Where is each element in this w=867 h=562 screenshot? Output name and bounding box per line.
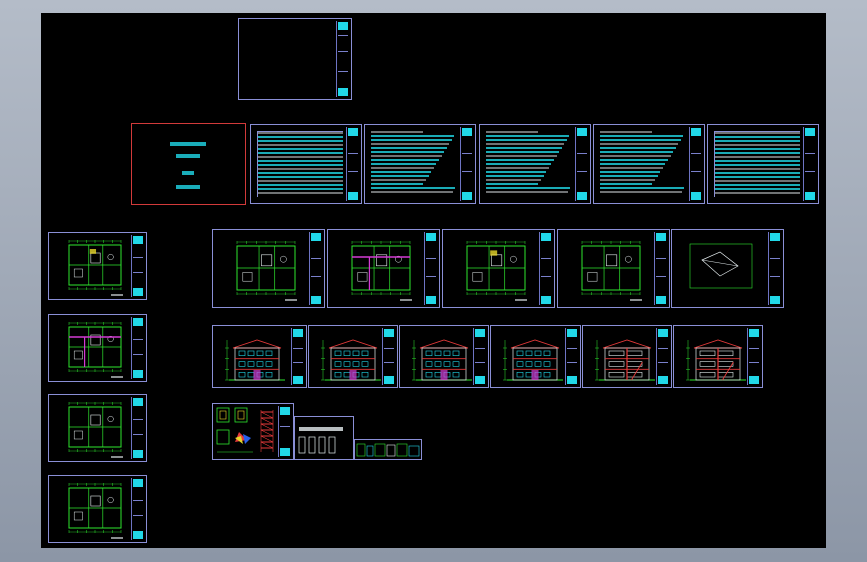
elevation-drawing	[225, 339, 285, 381]
index-sheet-4[interactable]	[593, 124, 705, 204]
title-block	[346, 127, 359, 201]
elevation-drawing	[321, 339, 381, 381]
elevation-sheet-4[interactable]	[490, 325, 581, 388]
window-detail-drawing	[298, 427, 343, 454]
schedule-table	[257, 131, 343, 197]
plan-sheet-4[interactable]	[557, 229, 670, 308]
blank-sheet[interactable]	[238, 18, 352, 100]
left-plan-sheet-1[interactable]	[48, 232, 147, 300]
stair-detail-drawing	[216, 407, 274, 453]
plan-sheet-5[interactable]	[671, 229, 784, 308]
title-block	[131, 397, 144, 459]
title-block	[278, 406, 291, 457]
floor-plan-drawing	[351, 241, 412, 301]
title-block	[654, 232, 667, 305]
title-block	[539, 232, 552, 305]
title-block	[460, 127, 473, 201]
left-plan-sheet-4[interactable]	[48, 475, 147, 543]
title-block	[291, 328, 304, 385]
detail-strip-drawing	[356, 443, 420, 457]
floor-plan-drawing	[466, 241, 527, 301]
index-sheet-2[interactable]	[364, 124, 476, 204]
notes-text	[371, 131, 457, 197]
floor-plan-drawing	[68, 322, 123, 378]
title-block	[768, 232, 781, 305]
title-block	[424, 232, 437, 305]
schedule-table	[714, 131, 800, 197]
elevation-sheet-1[interactable]	[212, 325, 307, 388]
title-block	[747, 328, 760, 385]
title-block	[473, 328, 486, 385]
window-detail-sheet[interactable]	[294, 416, 354, 460]
roof-plan-drawing	[689, 243, 753, 289]
floor-plan-drawing	[68, 240, 123, 296]
title-block	[382, 328, 395, 385]
plan-sheet-2[interactable]	[327, 229, 440, 308]
section-sheet-5[interactable]	[582, 325, 672, 388]
title-block	[131, 478, 144, 540]
left-plan-sheet-2[interactable]	[48, 314, 147, 382]
floor-plan-drawing	[581, 241, 642, 301]
plan-sheet-3[interactable]	[442, 229, 555, 308]
section-sheet-6[interactable]	[673, 325, 763, 388]
floor-plan-drawing	[68, 402, 123, 458]
notes-text	[486, 131, 572, 197]
cover-sheet[interactable]	[131, 123, 246, 205]
index-sheet-1[interactable]	[250, 124, 362, 204]
title-block	[131, 235, 144, 297]
title-block	[575, 127, 588, 201]
title-block	[565, 328, 578, 385]
elevation-drawing	[412, 339, 472, 381]
index-sheet-3[interactable]	[479, 124, 591, 204]
elevation-drawing	[503, 339, 563, 381]
floor-plan-drawing	[68, 483, 123, 539]
title-block	[309, 232, 322, 305]
section-drawing	[595, 339, 655, 381]
elevation-sheet-3[interactable]	[399, 325, 489, 388]
title-block	[336, 21, 349, 97]
elevation-sheet-2[interactable]	[308, 325, 398, 388]
floor-plan-drawing	[236, 241, 297, 301]
detail-strip[interactable]	[354, 439, 422, 460]
left-plan-sheet-3[interactable]	[48, 394, 147, 462]
model-space-canvas[interactable]	[41, 13, 826, 548]
title-block	[803, 127, 816, 201]
title-block	[656, 328, 669, 385]
stair-detail-sheet[interactable]	[212, 403, 294, 460]
title-block	[131, 317, 144, 379]
section-drawing	[686, 339, 746, 381]
plan-sheet-1[interactable]	[212, 229, 325, 308]
title-block	[689, 127, 702, 201]
notes-text	[600, 131, 686, 197]
index-sheet-5[interactable]	[707, 124, 819, 204]
